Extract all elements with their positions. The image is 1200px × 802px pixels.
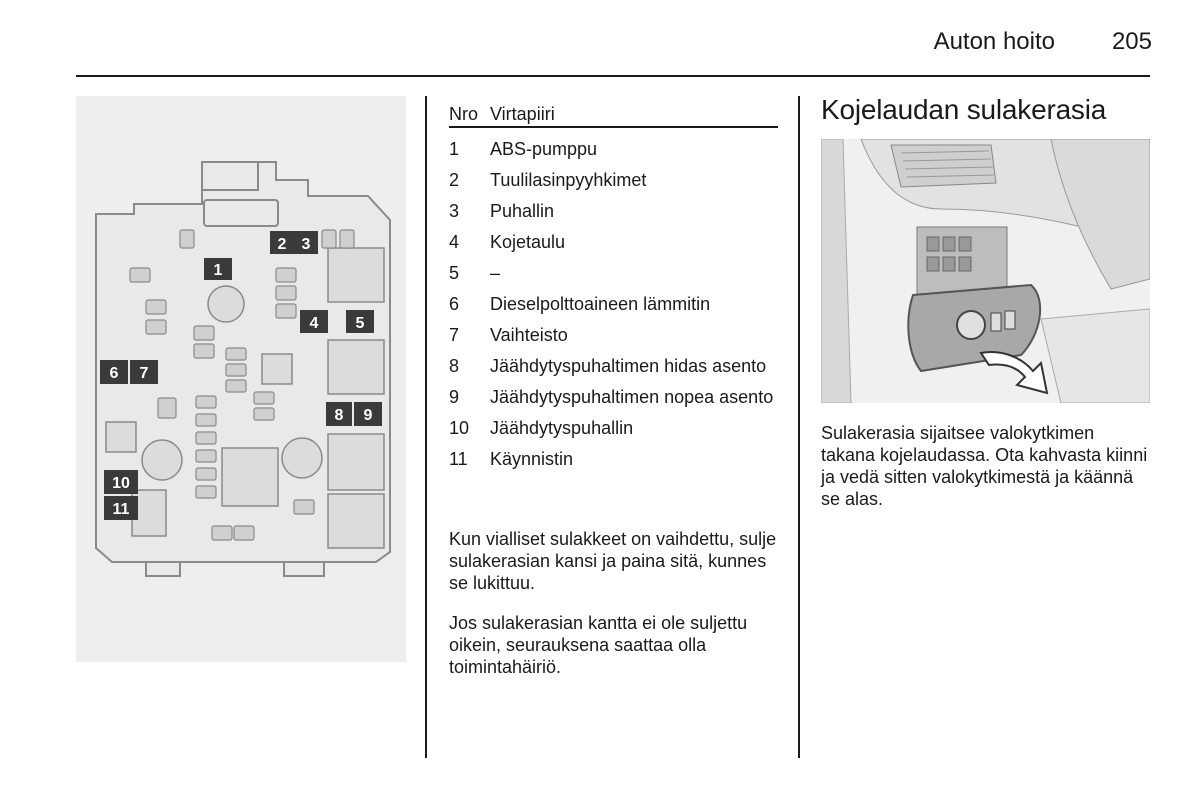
table-row: 5– [449, 262, 778, 284]
table-row: 6 Dieselpolttoaineen lämmitin [449, 293, 778, 315]
row-circuit: ABS-pumppu [490, 139, 598, 159]
page-number: 205 [1111, 28, 1152, 55]
row-circuit: Käynnistin [490, 449, 574, 469]
table-row: 1 ABS-pumppu [449, 138, 778, 160]
row-number: 2 [449, 170, 460, 190]
table-row: 2 Tuulilasinpyyhkimet [449, 169, 778, 191]
diagram-label-1: 1 [214, 262, 223, 279]
fuse-box-diagram: 1 2 3 4 5 6 7 8 9 10 11 [76, 96, 406, 662]
row-circuit: Vaihteisto [490, 325, 568, 345]
column-divider-right [798, 96, 800, 758]
row-circuit: Tuulilasinpyyhkimet [490, 170, 647, 190]
dashboard-photo [821, 139, 1150, 403]
fuse-table: Nro Virtapiiri 1 ABS-pumppu 2 Tuulilasinpy… [449, 98, 778, 470]
table-row: 11 Käynnistin [449, 448, 778, 470]
row-circuit: – [490, 263, 501, 283]
fuse-box-drawing: 1 2 3 4 5 6 7 8 9 10 11 [95, 161, 391, 577]
row-number: 1 [449, 139, 460, 159]
section-description: Sulakerasia sijaitsee valokytkimen takan… [821, 423, 1148, 509]
row-number: 4 [449, 232, 460, 252]
diagram-label-8: 8 [335, 407, 344, 424]
row-number: 10 [449, 418, 470, 438]
table-row: 9 Jäähdytyspuhaltimen nopea asento [449, 386, 778, 408]
table-row: 7 Vaihteisto [449, 324, 778, 346]
diagram-label-10: 10 [112, 475, 130, 492]
diagram-label-6: 6 [110, 365, 119, 382]
row-circuit: Jäähdytyspuhaltimen nopea asento [490, 387, 774, 407]
row-circuit: Jäähdytyspuhaltimen hidas asento [490, 356, 767, 376]
header-number: Nro [449, 104, 479, 124]
fuse-table-header: Nro Virtapiiri [449, 98, 778, 125]
diagram-label-4: 4 [310, 315, 319, 332]
diagram-label-7: 7 [140, 365, 149, 382]
paragraph-close-lid: Kun vialliset sulakkeet on vaihdettu, su… [449, 529, 777, 593]
table-row: 8 Jäähdytyspuhaltimen hidas asento [449, 355, 778, 377]
header-circuit: Virtapiiri [490, 104, 555, 124]
row-number: 7 [449, 325, 460, 345]
row-circuit: Puhallin [490, 201, 555, 221]
table-row: 3 Puhallin [449, 200, 778, 222]
diagram-label-11: 11 [113, 501, 130, 518]
row-number: 6 [449, 294, 460, 314]
diagram-label-9: 9 [364, 407, 373, 424]
row-number: 9 [449, 387, 460, 407]
row-circuit: Jäähdytyspuhallin [490, 418, 634, 438]
paragraph-warning: Jos sulakerasian kantta ei ole suljettu … [449, 613, 748, 677]
running-header-title: Auton hoito [933, 28, 1055, 55]
diagram-label-2: 2 [278, 236, 287, 253]
row-number: 8 [449, 356, 460, 376]
row-number: 11 [449, 449, 468, 469]
diagram-label-3: 3 [302, 236, 311, 253]
column-divider-left [425, 96, 427, 758]
row-circuit: Kojetaulu [490, 232, 566, 252]
table-row: 4 Kojetaulu [449, 231, 778, 253]
instructions: Kun vialliset sulakkeet on vaihdettu, su… [449, 528, 779, 696]
table-row: 10 Jäähdytyspuhallin [449, 417, 778, 439]
section-heading: Kojelaudan sulakerasia [821, 94, 1107, 125]
row-number: 3 [449, 201, 460, 221]
dashboard-illustration [821, 139, 1150, 403]
row-number: 5 [449, 263, 460, 283]
fuse-table-body: 1 ABS-pumppu 2 Tuulilasinpyyhkimet 3 Puhall… [449, 128, 778, 470]
row-circuit: Dieselpolttoaineen lämmitin [490, 294, 711, 314]
table-header-rule [449, 126, 778, 128]
header-rule [76, 75, 1150, 77]
diagram-label-5: 5 [356, 315, 365, 332]
